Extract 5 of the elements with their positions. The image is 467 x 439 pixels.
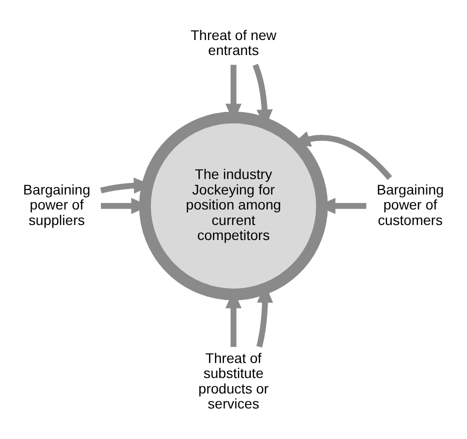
node-text: Threat of substitute products or services <box>198 349 269 412</box>
node-text: Threat of new entrants <box>190 26 276 58</box>
node-text: Bargaining power of customers <box>376 180 444 228</box>
node-text: Bargaining power of suppliers <box>23 180 90 228</box>
node-circle: The industry Jockeying for position among current competitors <box>139 111 328 300</box>
